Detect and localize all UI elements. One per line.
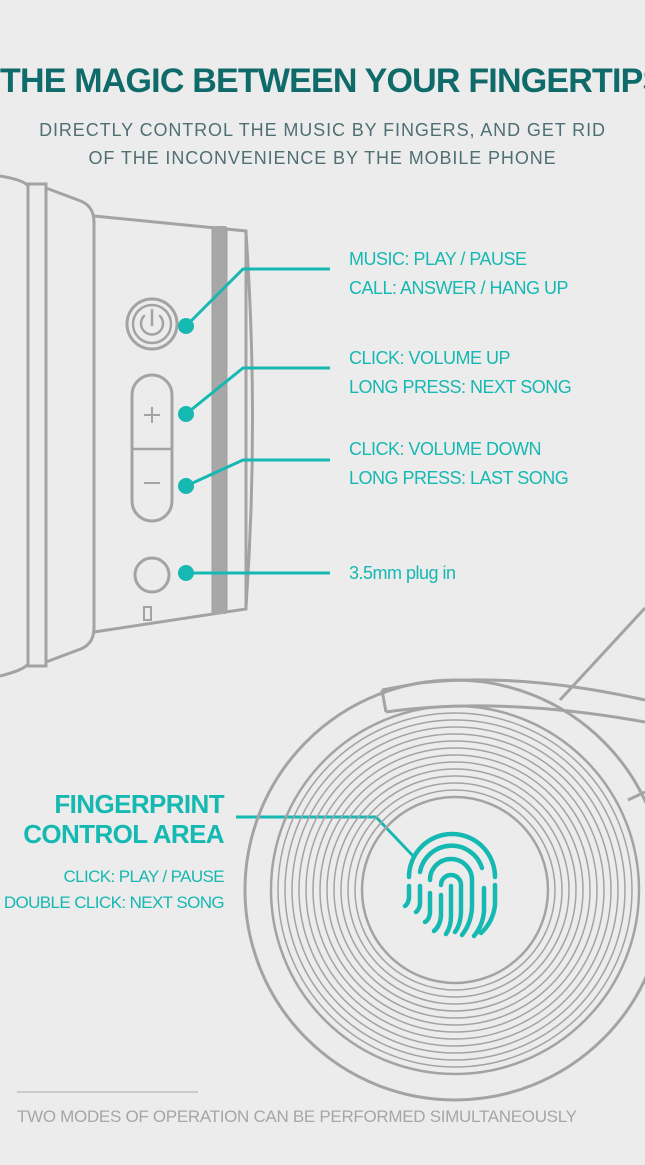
page-subtitle: DIRECTLY CONTROL THE MUSIC BY FINGERS, A… (0, 116, 645, 172)
fingerprint-title: FINGERPRINT CONTROL AREA (23, 789, 224, 849)
label-line: MUSIC: PLAY / PAUSE (349, 249, 527, 269)
callout-dots (178, 318, 194, 581)
volume-up-label: CLICK: VOLUME UP LONG PRESS: NEXT SONG (349, 344, 572, 402)
label-line: CLICK: VOLUME UP (349, 348, 511, 368)
volume-rocker-icon (130, 373, 174, 523)
label-line: LONG PRESS: LAST SONG (349, 468, 569, 488)
fingerprint-desc-line: CLICK: PLAY / PAUSE (63, 867, 224, 886)
callout-lines (184, 267, 417, 860)
footer-note: TWO MODES OF OPERATION CAN BE PERFORMED … (17, 1107, 577, 1126)
fingerprint-icon (402, 831, 498, 939)
label-line: CLICK: VOLUME DOWN (349, 439, 542, 459)
label-line: CALL: ANSWER / HANG UP (349, 278, 569, 298)
subtitle-line: DIRECTLY CONTROL THE MUSIC BY FINGERS, A… (39, 120, 606, 140)
page-title: THE MAGIC BETWEEN YOUR FINGERTIPS (0, 62, 645, 100)
fingerprint-title-line: FINGERPRINT (54, 789, 224, 819)
label-line: LONG PRESS: NEXT SONG (349, 377, 572, 397)
fingerprint-title-line: CONTROL AREA (23, 819, 224, 849)
fingerprint-description: CLICK: PLAY / PAUSE DOUBLE CLICK: NEXT S… (3, 864, 225, 916)
label-line: 3.5mm plug in (349, 563, 456, 583)
earcup-front-view (243, 606, 645, 1102)
subtitle-line: OF THE INCONVENIENCE BY THE MOBILE PHONE (88, 148, 557, 168)
audio-jack-label: 3.5mm plug in (349, 559, 456, 588)
power-button-icon (125, 297, 179, 351)
fingerprint-desc-line: DOUBLE CLICK: NEXT SONG (3, 893, 225, 912)
power-button-label: MUSIC: PLAY / PAUSE CALL: ANSWER / HANG … (349, 245, 569, 303)
audio-jack-icon (133, 556, 171, 621)
volume-down-label: CLICK: VOLUME DOWN LONG PRESS: LAST SONG (349, 435, 569, 493)
